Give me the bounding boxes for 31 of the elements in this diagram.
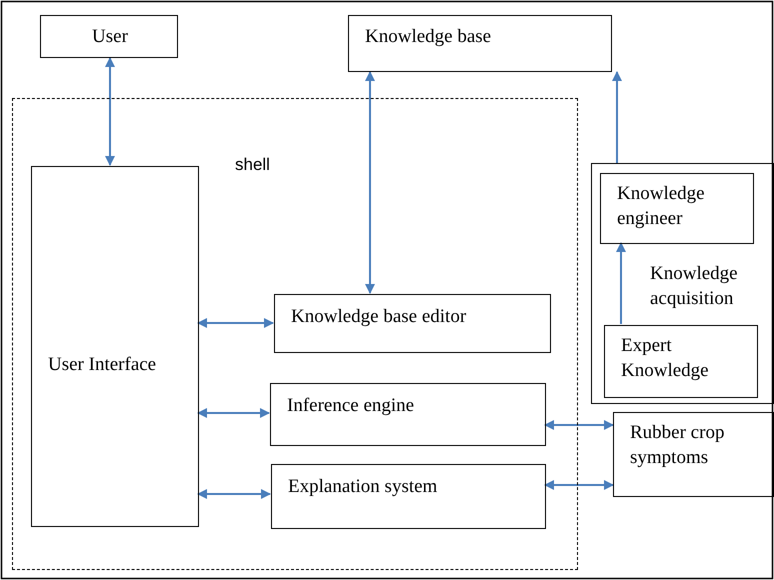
node-label: Explanation system [288, 475, 438, 499]
process-box [270, 383, 546, 446]
arrow [544, 480, 614, 490]
process-box [274, 294, 551, 353]
node-label: Rubber crop symptoms [630, 421, 726, 470]
group-label: Knowledge acquisition [650, 262, 739, 311]
process-box [613, 412, 774, 497]
process-box [348, 15, 612, 72]
node-label: Inference engine [287, 394, 416, 418]
process-box [271, 464, 546, 529]
node-label: Knowledge engineer [617, 182, 706, 231]
group-box [591, 163, 774, 404]
node-label: User Interface [48, 353, 158, 377]
process-box [600, 173, 754, 244]
node-label: User [91, 25, 129, 49]
arrow [544, 420, 614, 430]
process-box [40, 15, 178, 58]
arrow [197, 318, 274, 328]
process-box [31, 166, 199, 527]
node-label: Knowledge base [365, 25, 492, 49]
arrow [616, 242, 626, 324]
process-box [604, 325, 758, 398]
arrow [105, 57, 115, 166]
arrow [612, 71, 622, 163]
group-label: shell [235, 154, 271, 176]
arrow [197, 408, 270, 418]
arrow [365, 71, 375, 294]
dashed-container [12, 98, 578, 570]
node-label: Expert Knowledge [621, 334, 710, 383]
arrow [197, 489, 271, 499]
node-label: Knowledge base editor [291, 305, 468, 329]
